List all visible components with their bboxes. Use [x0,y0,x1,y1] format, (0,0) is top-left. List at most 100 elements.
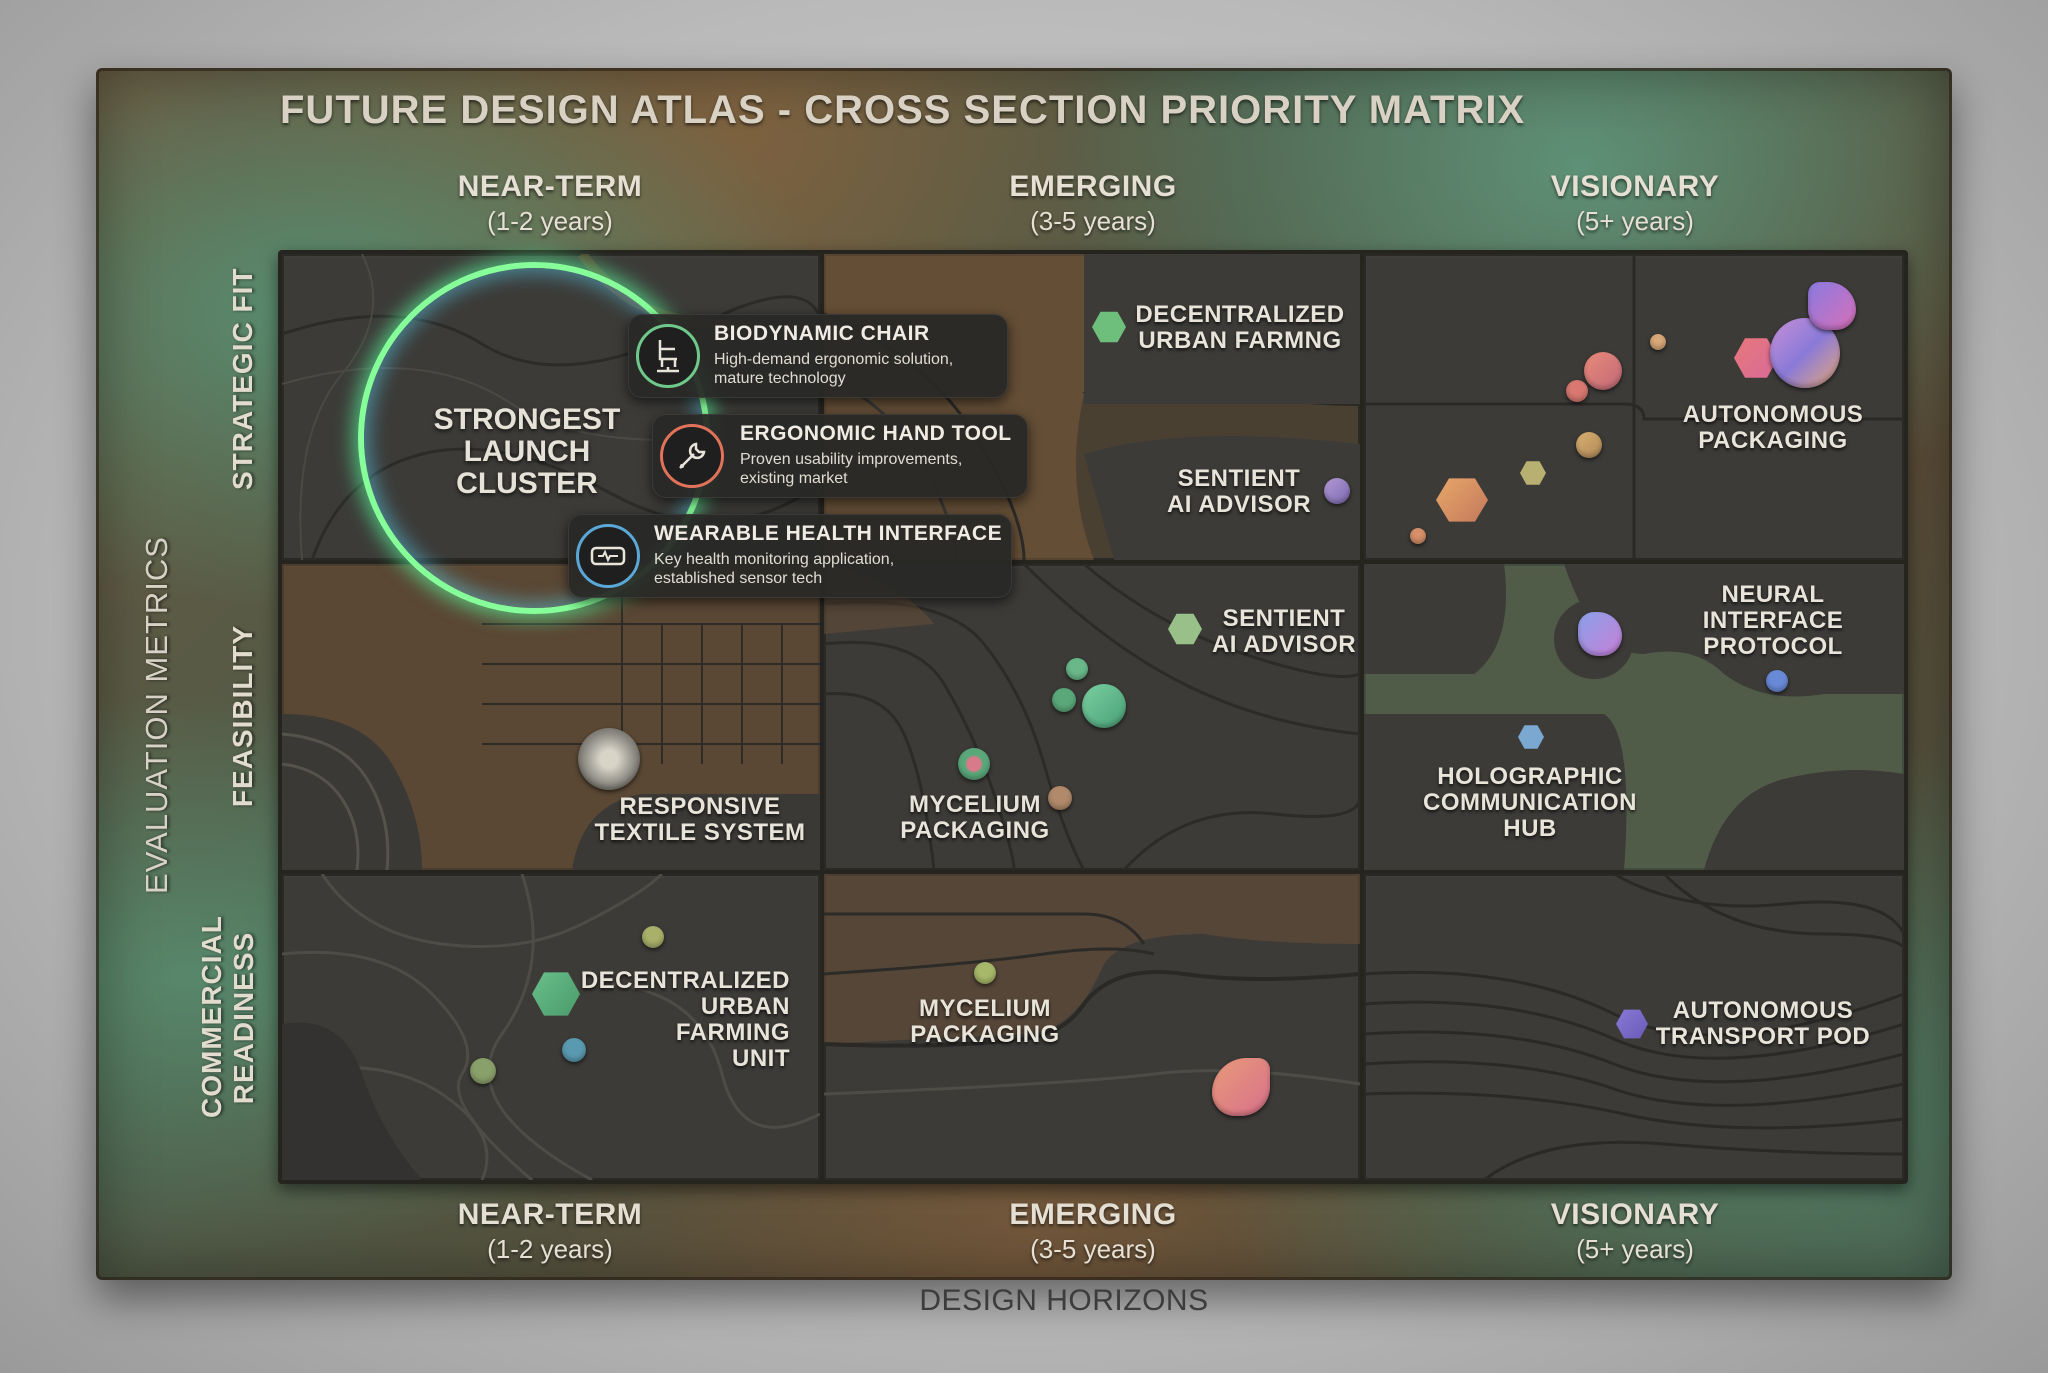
label-autonomous-packaging[interactable]: AUTONOMOUS PACKAGING [1668,402,1878,454]
card-description-line: mature technology [714,370,846,387]
column-footer-near-term: NEAR-TERM (1-2 years) [350,1198,750,1265]
column-header-near-term: NEAR-TERM (1-2 years) [350,170,750,237]
label-line: RESPONSIVE [619,793,781,820]
label-line: URBAN FARMING [675,993,790,1046]
label-line: COMMUNICATION [1422,789,1638,816]
label-autonomous-transport-pod[interactable]: AUTONOMOUS TRANSPORT POD [1648,998,1878,1050]
card-title: WEARABLE HEALTH INTERFACE [654,522,1003,545]
row-label-commercial-readiness: COMMERCIAL READINESS [196,915,260,1118]
label-sentient-ai-advisor-feasibility[interactable]: SENTIENT AI ADVISOR [1204,606,1364,658]
column-footer-visionary: VISIONARY (5+ years) [1435,1198,1835,1265]
blob-marker [1808,282,1856,330]
label-holographic-communication-hub[interactable]: HOLOGRAPHIC COMMUNICATION HUB [1410,764,1650,842]
label-line: PROTOCOL [1703,633,1843,660]
blob-marker [1578,612,1622,656]
hex-marker [1518,725,1544,749]
dot-marker [1566,380,1588,402]
label-line: PACKAGING [1698,427,1848,454]
column-footer-emerging: EMERGING (3-5 years) [893,1198,1293,1265]
label-line: TRANSPORT POD [1655,1023,1871,1050]
label-line: PACKAGING [910,1021,1060,1048]
cell-feasibility-near[interactable] [282,564,820,870]
cluster-line: LAUNCH [463,435,591,468]
dot-marker [1650,334,1666,350]
card-biodynamic-chair[interactable]: BIODYNAMIC CHAIR High-demand ergonomic s… [628,314,1008,398]
contour-lines [824,874,1360,1096]
column-subheading: (5+ years) [1576,206,1694,236]
axis-label-evaluation-metrics: EVALUATION METRICS [139,536,174,894]
card-description-line: High-demand ergonomic solution, [714,351,954,368]
column-heading: VISIONARY [1550,170,1720,203]
label-line: NEURAL [1721,581,1825,608]
contour-lines [282,564,820,870]
label-line: SENTIENT [1222,605,1346,632]
column-heading: NEAR-TERM [457,170,643,203]
label-line: TEXTILE SYSTEM [594,819,806,846]
column-heading: EMERGING [1009,170,1177,203]
card-description-line: Key health monitoring application, [654,551,895,568]
cluster-line: STRONGEST [433,403,621,436]
column-subheading: (1-2 years) [487,1234,613,1264]
label-line: AUTONOMOUS [1672,997,1854,1024]
cell-commercial-near[interactable] [282,874,820,1180]
dot-marker [1766,670,1788,692]
card-description-line: Proven usability improvements, [740,451,963,468]
row-label-feasibility: FEASIBILITY [227,624,258,808]
label-mycelium-packaging-commercial[interactable]: MYCELIUM PACKAGING [890,996,1080,1048]
label-mycelium-packaging[interactable]: MYCELIUM PACKAGING [880,792,1070,844]
label-line: AUTONOMOUS [1682,401,1864,428]
column-heading: VISIONARY [1550,1198,1720,1231]
blob-marker [1212,1058,1270,1116]
label-line: PACKAGING [900,817,1050,844]
card-description: High-demand ergonomic solution, mature t… [714,350,974,388]
label-responsive-textile-system[interactable]: RESPONSIVE TEXTILE SYSTEM [590,794,810,846]
label-decentralized-urban-farming[interactable]: DECENTRALIZED URBAN FARMNG [1130,302,1350,354]
label-line: MYCELIUM [919,995,1051,1022]
row-label-strategic-fit: STRATEGIC FIT [227,267,258,490]
column-subheading: (1-2 years) [487,206,613,236]
dot-marker [1576,432,1602,458]
card-description-line: existing market [740,470,848,487]
card-title: ERGONOMIC HAND TOOL [740,422,1012,445]
row-label-line: COMMERCIAL [196,915,227,1118]
label-line: AI ADVISOR [1211,631,1357,658]
label-line: DECENTRALIZED [580,967,790,994]
cell-commercial-emerging[interactable] [824,874,1360,1180]
dot-marker [1066,658,1088,680]
cluster-line: CLUSTER [456,467,598,500]
label-line: HOLOGRAPHIC [1437,763,1623,790]
column-heading: EMERGING [1009,1198,1177,1231]
dot-marker [1048,786,1072,810]
column-header-visionary: VISIONARY (5+ years) [1435,170,1835,237]
label-line: HUB [1503,815,1557,842]
cell-feasibility-visionary[interactable] [1364,564,1904,870]
card-description-line: established sensor tech [654,570,823,587]
dot-marker [1584,352,1622,390]
label-line: URBAN FARMNG [1138,327,1342,354]
label-line: AI ADVISOR [1166,491,1312,518]
column-subheading: (3-5 years) [1030,1234,1156,1264]
wearable-icon [576,524,640,588]
card-wearable-health-interface[interactable]: WEARABLE HEALTH INTERFACE Key health mon… [568,514,1012,598]
dot-marker [562,1038,586,1062]
label-line: SENTIENT [1177,465,1301,492]
dot-marker [1052,688,1076,712]
label-line: INTERFACE [1702,607,1844,634]
column-heading: NEAR-TERM [457,1198,643,1231]
label-sentient-ai-advisor[interactable]: SENTIENT AI ADVISOR [1164,466,1314,518]
dot-marker [1082,684,1126,728]
chair-icon [636,324,700,388]
row-label-line: READINESS [228,931,259,1105]
label-neural-interface-protocol[interactable]: NEURAL INTERFACE PROTOCOL [1688,582,1858,660]
axis-label-design-horizons: DESIGN HORIZONS [919,1284,1209,1317]
contour-lines [282,874,820,1180]
label-decentralized-urban-farming-unit[interactable]: DECENTRALIZED URBAN FARMING UNIT [580,968,790,1072]
wrench-icon [660,424,724,488]
label-line: MYCELIUM [909,791,1041,818]
card-ergonomic-hand-tool[interactable]: ERGONOMIC HAND TOOL Proven usability imp… [652,414,1028,498]
label-line: UNIT [732,1045,790,1072]
column-subheading: (5+ years) [1576,1234,1694,1264]
card-title: BIODYNAMIC CHAIR [714,322,930,345]
textile-icon [578,728,640,790]
hex-marker [1616,1009,1648,1039]
